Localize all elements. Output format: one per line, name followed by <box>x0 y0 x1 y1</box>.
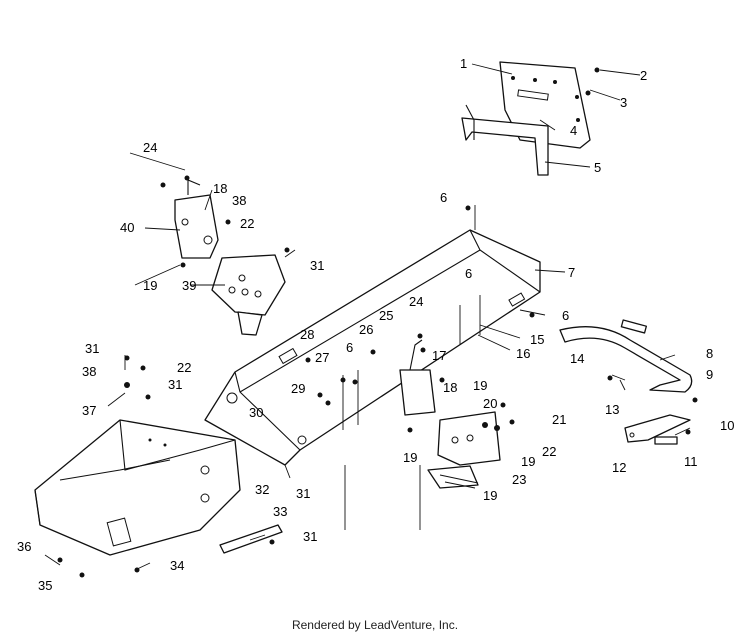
callout-19c: 19 <box>403 450 417 465</box>
callout-35: 35 <box>38 578 52 593</box>
callout-31d: 31 <box>296 486 310 501</box>
callout-11: 11 <box>684 454 698 469</box>
callout-19b: 19 <box>473 378 487 393</box>
callout-16: 16 <box>516 346 530 361</box>
callout-4: 4 <box>570 123 577 138</box>
callout-19d: 19 <box>521 454 535 469</box>
callout-5: 5 <box>594 160 601 175</box>
callout-labels: 1 2 3 4 5 6 6 6 6 7 8 9 10 11 12 13 14 1… <box>17 56 734 593</box>
callout-7: 7 <box>568 265 575 280</box>
callout-10: 10 <box>720 418 734 433</box>
callout-1: 1 <box>460 56 467 71</box>
footer-credit: Rendered by LeadVenture, Inc. <box>291 618 459 632</box>
callout-21: 21 <box>552 412 566 427</box>
callout-31e: 31 <box>303 529 317 544</box>
main-frame <box>204 229 541 479</box>
callout-31a: 31 <box>310 258 324 273</box>
callout-2: 2 <box>640 68 647 83</box>
callout-30: 30 <box>249 405 263 420</box>
callout-33: 33 <box>273 504 287 519</box>
callout-38b: 38 <box>82 364 96 379</box>
callout-25: 25 <box>379 308 393 323</box>
leader-lines <box>44 63 691 571</box>
callout-40: 40 <box>120 220 134 235</box>
callout-38a: 38 <box>232 193 246 208</box>
callout-6a: 6 <box>440 190 447 205</box>
callout-24a: 24 <box>143 140 157 155</box>
callout-31b: 31 <box>85 341 99 356</box>
callout-37: 37 <box>82 403 96 418</box>
callout-18a: 18 <box>213 181 227 196</box>
callout-22b: 22 <box>177 360 191 375</box>
callout-36: 36 <box>17 539 31 554</box>
callout-31c: 31 <box>168 377 182 392</box>
callout-32: 32 <box>255 482 269 497</box>
callout-34: 34 <box>170 558 184 573</box>
callout-9: 9 <box>706 367 713 382</box>
callout-20: 20 <box>483 396 497 411</box>
callout-6d: 6 <box>346 340 353 355</box>
strap-bracket <box>219 524 283 554</box>
callout-39: 39 <box>182 278 196 293</box>
callout-12: 12 <box>612 460 626 475</box>
callout-29: 29 <box>291 381 305 396</box>
callout-24b: 24 <box>409 294 423 309</box>
callout-6b: 6 <box>465 266 472 281</box>
callout-8: 8 <box>706 346 713 361</box>
callout-22a: 22 <box>240 216 254 231</box>
rear-bracket <box>461 104 549 176</box>
front-footrest <box>34 419 241 556</box>
callout-23: 23 <box>512 472 526 487</box>
callout-13: 13 <box>605 402 619 417</box>
callout-28: 28 <box>300 327 314 342</box>
callout-22c: 22 <box>542 444 556 459</box>
pedal-plate <box>211 254 286 336</box>
callout-18b: 18 <box>443 380 457 395</box>
callout-15: 15 <box>530 332 544 347</box>
callout-17: 17 <box>432 348 446 363</box>
callout-14: 14 <box>570 351 584 366</box>
hitch-bar <box>624 414 691 445</box>
callout-27: 27 <box>315 350 329 365</box>
callout-3: 3 <box>620 95 627 110</box>
callout-26: 26 <box>359 322 373 337</box>
fasteners <box>57 67 698 578</box>
callout-19a: 19 <box>143 278 157 293</box>
callout-19e: 19 <box>483 488 497 503</box>
callout-6c: 6 <box>562 308 569 323</box>
rear-handle <box>559 319 693 393</box>
